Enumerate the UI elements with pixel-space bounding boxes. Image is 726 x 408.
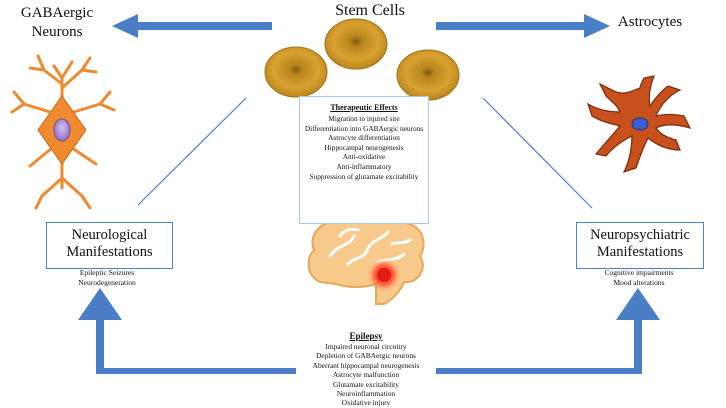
- stem-cells-title: Stem Cells: [335, 2, 405, 19]
- stem-cell-middle: [324, 18, 388, 70]
- epilepsy-item: Aberrant hippocampal neurogenesis: [312, 360, 420, 370]
- neurological-manifestations-box: Neurological Manifestations: [46, 222, 173, 269]
- connector-line-right: [482, 97, 593, 209]
- connector-line-left: [137, 97, 247, 206]
- neuron-nucleus: [53, 118, 71, 142]
- stem-cell-right: [396, 49, 460, 101]
- neuropsychiatric-manifestations-box: Neuropsychiatric Manifestations: [576, 222, 704, 269]
- therapeutic-effect-item: Astrocyte differentiation: [328, 133, 400, 143]
- stem-cell-left: [264, 46, 328, 98]
- therapeutic-effects-box: Therapeutic Effects Migration to injured…: [299, 96, 429, 224]
- epilepsy-item: Impaired neuronal circuitry: [325, 342, 407, 351]
- gabaergic-neuron-icon: [10, 54, 116, 210]
- epilepsy-item: Glutamate excitability: [333, 379, 399, 389]
- epilepsy-item: Oxidative injury: [341, 398, 391, 408]
- therapeutic-effect-item: Differentiation into GABAergic neurons: [304, 123, 424, 133]
- arrow-to-neuropsychiatric-manifestations: [436, 288, 660, 374]
- therapeutic-effect-item: Migration to injured site: [328, 114, 400, 123]
- arrow-to-astrocytes: [436, 14, 610, 38]
- neurological-manifestations-list: Epileptic Seizures Neurodegeneration: [40, 268, 174, 287]
- neurological-item: Neurodegeneration: [78, 277, 136, 287]
- gabaergic-neurons-title: GABAergic Neurons: [20, 5, 94, 40]
- stem-cells-illustration: [264, 18, 460, 101]
- arrow-to-gabaergic-neurons: [112, 14, 272, 38]
- neuropsychiatric-item: Mood alterations: [613, 277, 665, 287]
- therapeutic-effects-heading: Therapeutic Effects: [330, 103, 398, 112]
- neuropsychiatric-item: Cognitive impairments: [604, 268, 674, 277]
- brain-icon: [307, 208, 425, 305]
- epilepsy-heading: Epilepsy: [349, 331, 383, 341]
- epilepsy-section: Epilepsy Impaired neuronal circuitry Dep…: [296, 331, 436, 408]
- epilepsy-item: Neuroinflammation: [336, 389, 396, 399]
- therapeutic-effect-item: Suppression of glutamate excitability: [309, 171, 419, 181]
- epilepsy-item: Astrocyte malfunction: [332, 370, 400, 380]
- therapeutic-effect-item: Anti-inflammatory: [336, 161, 392, 171]
- therapeutic-effect-item: Anti-oxidative: [342, 152, 386, 162]
- astrocytes-title: Astrocytes: [617, 14, 683, 30]
- epilepsy-item: Depletion of GABAergic neurons: [316, 351, 416, 361]
- therapeutic-effect-item: Hippocampal neurogenesis: [324, 142, 404, 152]
- astrocyte-icon: [586, 75, 692, 174]
- arrow-to-neurological-manifestations: [78, 288, 296, 374]
- neurological-item: Epileptic Seizures: [79, 268, 135, 277]
- astrocyte-nucleus: [631, 117, 649, 131]
- neuropsychiatric-manifestations-list: Cognitive impairments Mood alterations: [572, 268, 706, 287]
